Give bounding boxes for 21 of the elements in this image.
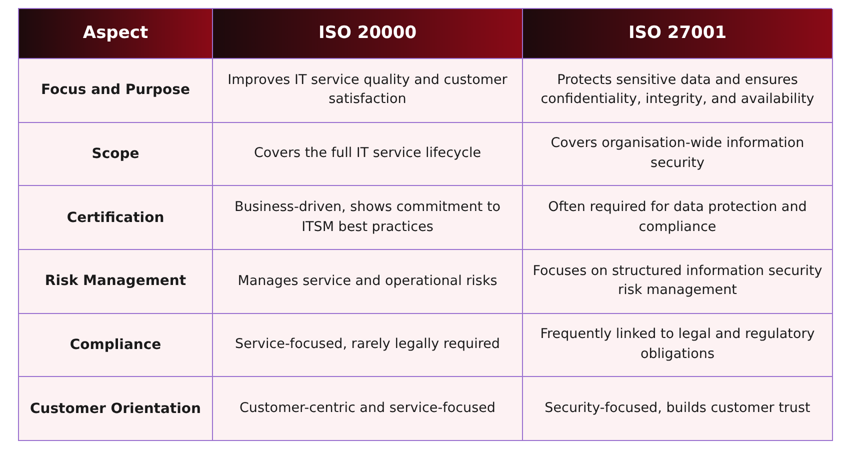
- table-cell: Covers organisation-wide information security: [523, 122, 833, 186]
- table-cell: Protects sensitive data and ensures confidentiality, integrity, and availability: [523, 59, 833, 123]
- table-cell: Covers the full IT service lifecycle: [213, 122, 523, 186]
- table-cell: Improves IT service quality and customer satisfaction: [213, 59, 523, 123]
- table-cell: Manages service and operational risks: [213, 250, 523, 314]
- row-header: Risk Management: [19, 250, 213, 314]
- row-header: Compliance: [19, 314, 213, 378]
- row-header: Focus and Purpose: [19, 59, 213, 123]
- table-cell: Frequently linked to legal and regulatory obligations: [523, 314, 833, 378]
- column-header: ISO 20000: [213, 9, 523, 59]
- table-cell: Often required for data protection and compliance: [523, 186, 833, 250]
- table-cell: Business-driven, shows commitment to ITSM best practices: [213, 186, 523, 250]
- row-header: Scope: [19, 122, 213, 186]
- table-cell: Security-focused, builds customer trust: [523, 377, 833, 441]
- table-cell: Focuses on structured information security risk management: [523, 250, 833, 314]
- row-header: Certification: [19, 186, 213, 250]
- column-header: ISO 27001: [523, 9, 833, 59]
- table-cell: Service-focused, rarely legally required: [213, 314, 523, 378]
- column-header: Aspect: [19, 9, 213, 59]
- table-cell: Customer-centric and service-focused: [213, 377, 523, 441]
- row-header: Customer Orientation: [19, 377, 213, 441]
